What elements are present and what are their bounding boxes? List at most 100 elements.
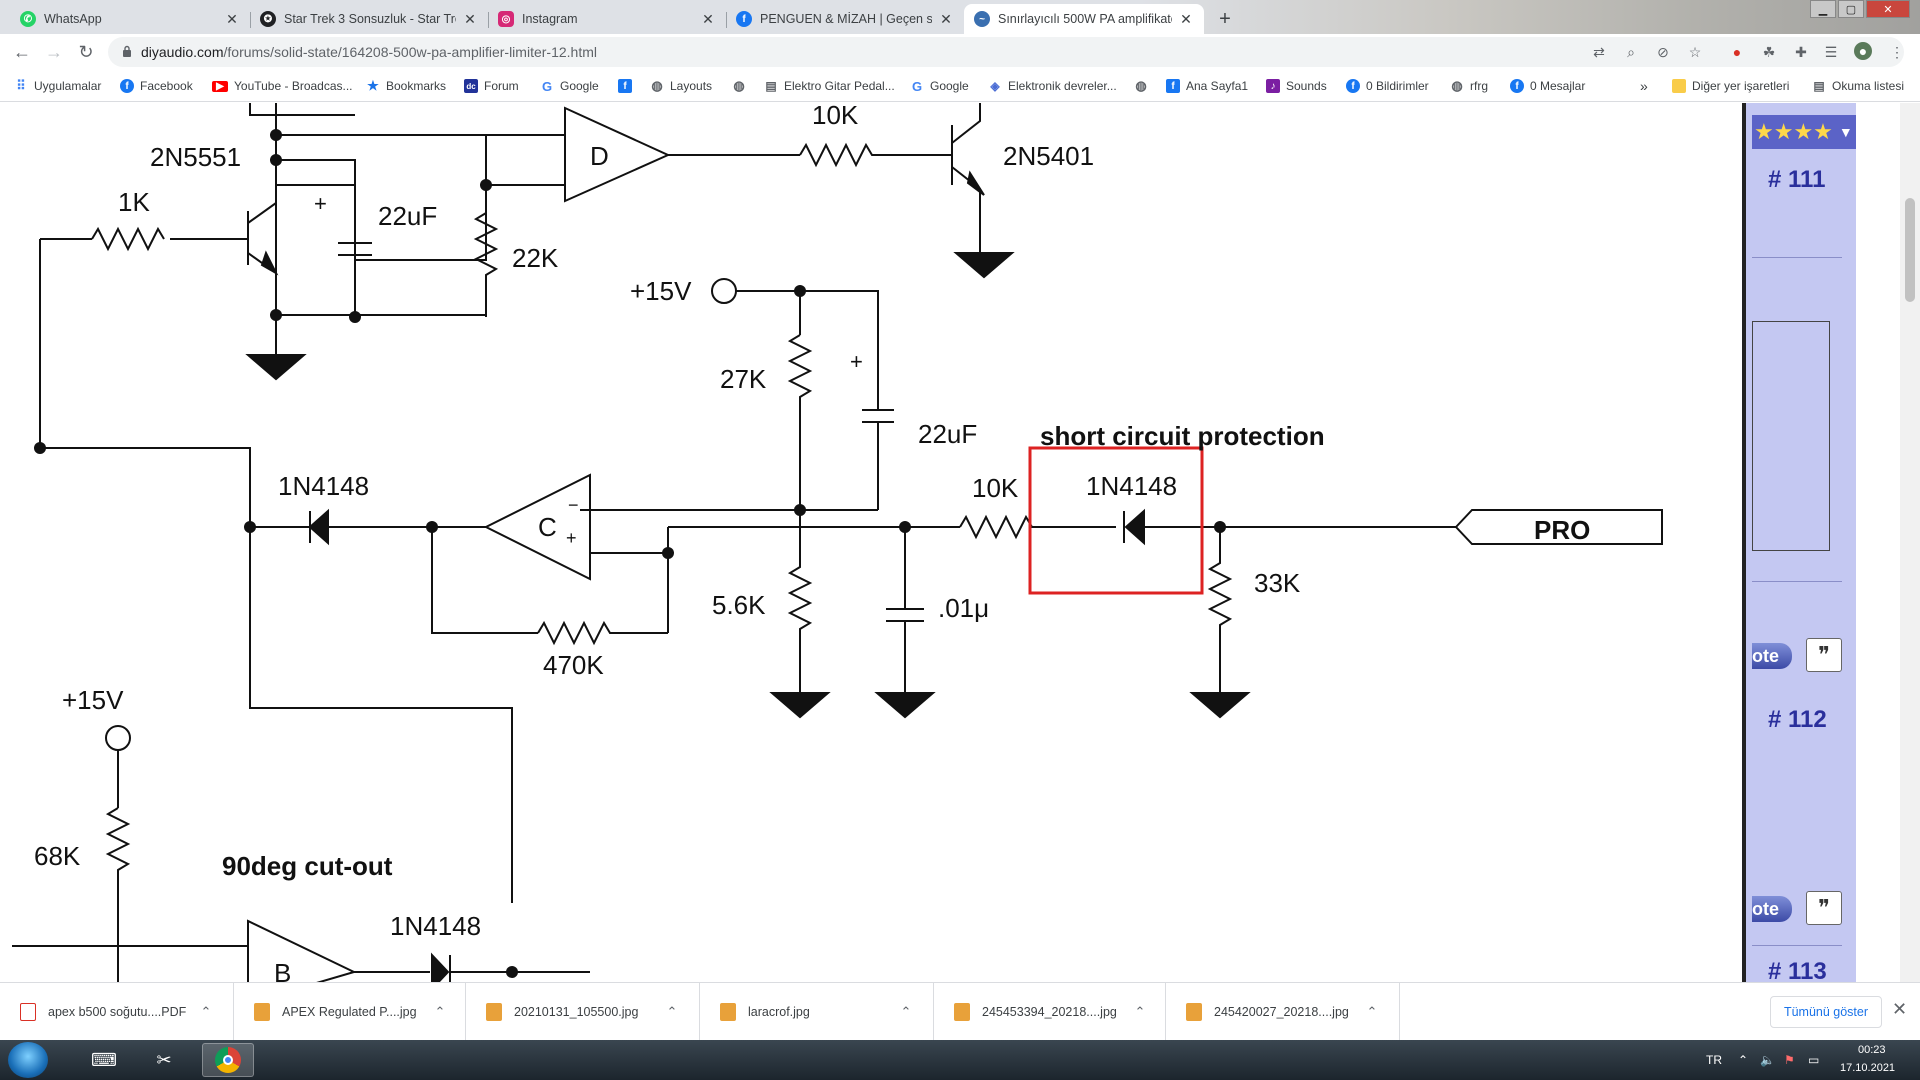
language-indicator[interactable]: TR: [1706, 1053, 1722, 1067]
gamepad-icon[interactable]: ⌨: [91, 1049, 117, 1070]
quote-button[interactable]: ote: [1752, 896, 1792, 922]
chevron-up-icon[interactable]: ⌃: [434, 1004, 446, 1019]
tab-diyaudio-active[interactable]: ~ Sınırlayıcılı 500W PA amplifikatör ✕: [964, 4, 1204, 34]
minus-sign: −: [568, 495, 579, 515]
bookmark-bookmarks[interactable]: ★Bookmarks: [366, 77, 446, 95]
extensions-puzzle-icon[interactable]: ✚: [1795, 43, 1807, 60]
url-text[interactable]: diyaudio.com/forums/solid-state/164208-5…: [141, 44, 597, 60]
bookmark-globe-2[interactable]: ◍: [1134, 77, 1154, 95]
forward-button[interactable]: →: [45, 41, 63, 62]
chevron-up-icon[interactable]: ⌃: [1134, 1004, 1146, 1019]
url-host: diyaudio.com: [141, 44, 224, 60]
bookmark-elektronik[interactable]: ◈ Elektronik devreler...: [988, 77, 1117, 95]
chevron-up-icon[interactable]: ⌃: [200, 1004, 212, 1019]
tracking-blocked-icon[interactable]: ⊘: [1657, 43, 1669, 60]
network-warning-icon[interactable]: ⚑: [1784, 1053, 1795, 1067]
reading-list-button[interactable]: ▤Okuma listesi: [1812, 77, 1904, 95]
show-all-downloads-button[interactable]: Tümünü göster: [1770, 996, 1882, 1028]
close-icon[interactable]: ✕: [702, 10, 714, 27]
download-item[interactable]: 20210131_105500.jpg ⌃: [466, 983, 700, 1041]
bookmarks-overflow-button[interactable]: »: [1640, 78, 1648, 94]
close-icon[interactable]: ✕: [1180, 10, 1192, 27]
bookmark-label: Okuma listesi: [1832, 79, 1905, 93]
clock-date[interactable]: 17.10.2021: [1840, 1062, 1896, 1074]
maximize-button[interactable]: ▢: [1838, 0, 1864, 18]
volume-icon[interactable]: 🔈: [1760, 1053, 1775, 1067]
bookmark-apps[interactable]: ⠿Uygulamalar: [14, 77, 101, 95]
chevron-up-icon[interactable]: ⌃: [666, 1004, 678, 1019]
bookmark-star-icon[interactable]: ☆: [1688, 43, 1702, 60]
scrollbar-thumb[interactable]: [1905, 198, 1915, 302]
ground-symbol: [1189, 692, 1251, 719]
facebook-icon: f: [1166, 79, 1180, 93]
minimize-button[interactable]: ▁: [1810, 0, 1836, 18]
label-2n5401: 2N5401: [1003, 141, 1094, 171]
window-background-image: [1140, 0, 1920, 34]
url-path: /forums/solid-state/164208-500w-pa-ampli…: [223, 44, 597, 60]
download-item[interactable]: APEX Regulated P....jpg ⌃: [234, 983, 466, 1041]
folder-icon: [1672, 79, 1686, 93]
bookmark-layouts[interactable]: ◍Layouts: [650, 77, 712, 95]
download-item[interactable]: laracrof.jpg ⌃: [700, 983, 934, 1041]
bookmark-rfrg[interactable]: ◍rfrg: [1450, 77, 1488, 95]
extension-abp-icon[interactable]: ●: [1732, 44, 1742, 60]
reload-button[interactable]: ↻: [78, 41, 94, 62]
bookmark-other[interactable]: Diğer yer işaretleri: [1672, 77, 1789, 95]
chrome-icon[interactable]: [202, 1043, 254, 1077]
chevron-up-icon[interactable]: ⌃: [900, 1004, 912, 1019]
tab-startrek[interactable]: ✪ Star Trek 3 Sonsuzluk - Star Trek I ✕: [250, 4, 488, 34]
chevron-up-icon[interactable]: ⌃: [1366, 1004, 1378, 1019]
back-button[interactable]: ←: [13, 41, 31, 62]
bookmark-facebook-2[interactable]: f: [618, 77, 638, 95]
left-vertical-wire: [249, 527, 513, 903]
post-number-112[interactable]: # 112: [1768, 706, 1827, 733]
tab-instagram[interactable]: ◎ Instagram ✕: [488, 4, 726, 34]
download-item[interactable]: 245420027_20218....jpg ⌃: [1166, 983, 1400, 1041]
tab-whatsapp[interactable]: ✆ WhatsApp ✕: [10, 4, 250, 34]
tray-expand-icon[interactable]: ⌃: [1738, 1053, 1749, 1067]
bookmark-youtube[interactable]: ▶YouTube - Broadcas...: [212, 77, 353, 95]
close-icon[interactable]: ✕: [940, 10, 952, 27]
bookmark-label: Elektronik devreler...: [1008, 79, 1117, 93]
translate-icon[interactable]: ⇄: [1593, 43, 1605, 60]
circuit-icon: ◈: [990, 79, 1000, 93]
new-tab-button[interactable]: +: [1219, 7, 1231, 30]
menu-kebab-icon[interactable]: ⋮: [1890, 43, 1904, 60]
extension-leaf-icon[interactable]: ☘: [1762, 43, 1776, 60]
reading-queue-icon[interactable]: ☰: [1824, 43, 1838, 60]
post-number-113[interactable]: # 113: [1768, 958, 1827, 982]
multiquote-icon[interactable]: ❞: [1806, 891, 1842, 925]
transistor-2n5401: [951, 103, 1015, 279]
tab-penguen[interactable]: f PENGUEN & MİZAH | Geçen sene ✕: [726, 4, 964, 34]
download-item[interactable]: 245453394_20218....jpg ⌃: [934, 983, 1166, 1041]
start-button[interactable]: [8, 1042, 48, 1078]
download-item[interactable]: apex b500 soğutu....PDF ⌃: [0, 983, 234, 1041]
quote-button[interactable]: ote: [1752, 643, 1792, 669]
bookmark-elektro-gitar[interactable]: ▤Elektro Gitar Pedal...: [764, 77, 894, 95]
zoom-icon[interactable]: ⌕: [1627, 43, 1635, 60]
action-center-icon[interactable]: ▭: [1808, 1053, 1820, 1067]
address-bar[interactable]: diyaudio.com/forums/solid-state/164208-5…: [108, 37, 1904, 67]
bookmark-sounds[interactable]: ♪Sounds: [1266, 77, 1327, 95]
multiquote-icon[interactable]: ❞: [1806, 638, 1842, 672]
rating-stars[interactable]: ★★★★▼: [1752, 115, 1856, 149]
close-icon[interactable]: ✕: [464, 10, 476, 27]
window-close-button[interactable]: ✕: [1866, 0, 1910, 18]
close-icon[interactable]: ✕: [1892, 999, 1908, 1019]
bookmark-globe[interactable]: ◍: [732, 77, 752, 95]
post-number-111[interactable]: # 111: [1768, 166, 1826, 193]
clock-time[interactable]: 00:23: [1858, 1044, 1886, 1056]
tab-strip: ✆ WhatsApp ✕ ✪ Star Trek 3 Sonsuzluk - S…: [0, 0, 1920, 34]
browser-toolbar: ← → ↻ diyaudio.com/forums/solid-state/16…: [0, 34, 1920, 70]
snipping-tool-icon[interactable]: ✂: [156, 1049, 172, 1070]
close-icon[interactable]: ✕: [226, 10, 238, 27]
profile-avatar[interactable]: ●: [1854, 42, 1872, 60]
page-scrollbar[interactable]: [1900, 103, 1920, 982]
